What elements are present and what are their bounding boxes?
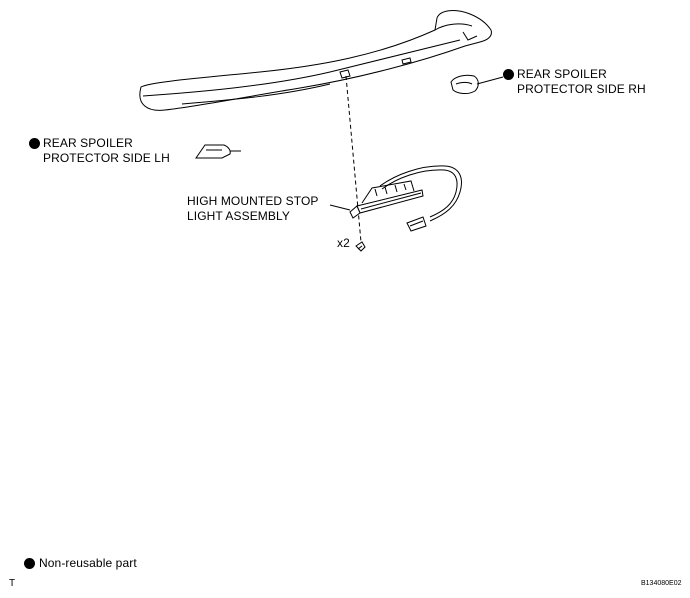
rear-spoiler-protector-rh-label-2: PROTECTOR SIDE RH — [517, 82, 646, 96]
wire-harness-inner — [381, 169, 458, 218]
high-mounted-stop-light-label-2: LIGHT ASSEMBLY — [187, 209, 290, 223]
rear-spoiler-protector-rh-label-1: REAR SPOILER — [517, 67, 607, 81]
legend-non-reusable-text: Non-reusable part — [39, 556, 137, 570]
clip-fastener — [355, 241, 366, 252]
rear-spoiler-protector-lh-label-1: REAR SPOILER — [43, 136, 133, 150]
quantity-label: x2 — [337, 236, 350, 250]
rear-spoiler — [139, 10, 492, 111]
legend-non-reusable-dot — [24, 558, 35, 569]
connector — [406, 216, 427, 232]
rear-spoiler-protector-lh-label-2: PROTECTOR SIDE LH — [43, 151, 170, 165]
high-mounted-stop-light-label-1: HIGH MOUNTED STOP — [187, 194, 319, 208]
wire-harness — [379, 165, 462, 222]
non-reusable-dot-rh — [503, 69, 514, 80]
non-reusable-dot-lh — [29, 138, 40, 149]
footer-figure-code: B134080E02 — [641, 580, 682, 587]
stop-light-assembly — [349, 180, 424, 219]
stop-light-leader — [329, 204, 351, 211]
footer-left-code: T — [9, 578, 16, 589]
protector-rh — [450, 74, 479, 94]
protector-rh-leader — [476, 76, 504, 85]
protector-lh — [195, 144, 231, 159]
